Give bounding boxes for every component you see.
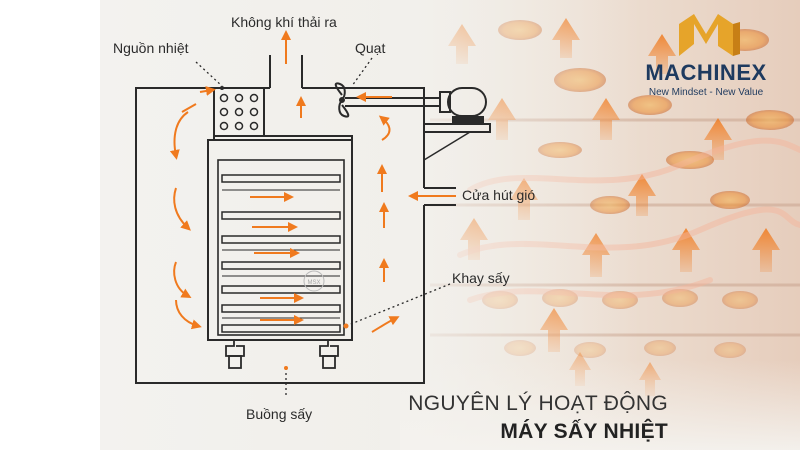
dryer-schematic (135, 55, 491, 384)
inner-chamber (207, 139, 353, 341)
tray-rack (217, 159, 345, 336)
trays (221, 174, 341, 333)
watermark-text: MSX (307, 280, 320, 286)
watermark-seal (303, 270, 325, 292)
title-line-2: MÁY SẤY NHIỆT (500, 420, 668, 443)
airflow-arrows (169, 30, 456, 333)
air-intake-label: Cửa hút gió (462, 187, 536, 203)
fan-label: Quạt (355, 40, 386, 56)
motor-bracket (424, 123, 491, 133)
fan-icon (334, 82, 350, 118)
leader-lines (195, 57, 451, 398)
air-intake-port (424, 187, 456, 206)
heat-source-box (213, 87, 265, 137)
brand-tagline: New Mindset - New Value (648, 87, 764, 98)
exhaust-chimney (269, 55, 303, 88)
tray-label: Khay sấy (452, 270, 510, 286)
heat-source-label: Nguồn nhiệt (113, 40, 189, 56)
brand-name: MACHINEX (645, 60, 767, 85)
title-line-1: NGUYÊN LÝ HOẠT ĐỘNG (408, 392, 668, 415)
chamber-label: Buồng sấy (246, 406, 313, 422)
chamber-feet (225, 340, 339, 369)
exhaust-label: Không khí thải ra (231, 14, 337, 30)
heat-coils (219, 93, 259, 131)
brand-block: MACHINEX New Mindset - New Value (636, 14, 776, 98)
outer-housing (135, 87, 425, 384)
m-letter-logo-icon (679, 14, 740, 56)
